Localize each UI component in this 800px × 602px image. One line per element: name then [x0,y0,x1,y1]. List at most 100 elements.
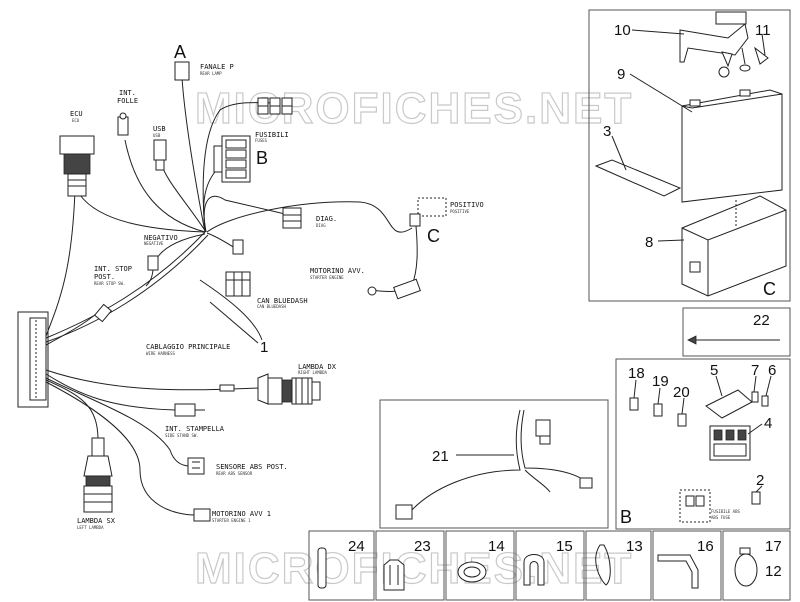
part-13-band [595,544,611,586]
part-number-24: 24 [348,538,365,555]
label-sensore-abs: SENSORE ABS POST. [216,463,288,471]
label-positivo: POSITIVO [450,201,484,209]
part-number-16: 16 [697,538,714,555]
part-17-ring [734,553,758,587]
fuse-bracket [705,389,753,419]
label-fusibili-sub: FUSES [255,138,268,143]
label-diag-sub: DIAG [316,223,326,228]
label-can: CAN BLUEDASH [257,297,308,305]
part-number-23: 23 [414,538,431,555]
part-number-21: 21 [432,448,449,465]
battery-pad [594,159,682,197]
part-16-bracket [657,554,699,589]
label-fusibili: FUSIBILI [255,131,289,139]
fuse-panel: 18 19 20 5 7 6 4 2 FUSIBILE ABS ABS FUSE… [615,358,791,530]
main-wiring-harness [17,61,447,522]
starter-engine-1-connector [193,508,211,522]
label-usb: USB [153,125,166,133]
label-negativo-sub: NEGATIVE [144,241,164,246]
rear-abs-sensor-connector [187,457,205,475]
part-number-4: 4 [764,415,772,432]
label-fusibile-abs-sub: ABS FUSE [711,515,731,520]
battery-bracket [679,23,749,63]
label-int-stop-post: POST. [94,273,115,281]
left-lambda-connector [83,485,113,513]
right-lambda-connector [267,377,283,405]
section-letter-b-fuse: B [620,507,632,527]
abs-fuse-holder [679,489,711,523]
part-number-9: 9 [617,66,625,83]
small-parts-row: 24 23 14 15 13 16 17 12 [308,530,791,601]
label-int-stop-sub: REAR STOP SW. [94,281,125,286]
fuse-19 [653,403,663,417]
part-23-clip [383,559,405,591]
label-lambda-dx: LAMBDA DX [298,363,337,371]
label-negativo: NEGATIVO [144,234,178,242]
label-can-sub: CAN BLUEDASH [257,304,286,309]
rear-stop-switch-connector [93,303,113,323]
cable-tie-panel: 22 [682,307,791,357]
ecu-connector [59,135,95,155]
battery-box-panel: 10 11 9 3 8 C [588,9,791,302]
starter-cable-terminal [393,278,421,300]
part-number-2: 2 [756,472,764,489]
label-fanale: FANALE P [200,63,234,71]
part-number-20: 20 [673,384,690,401]
rear-lamp-connector [174,61,190,81]
side-stand-switch-connector [174,403,196,417]
section-letter-c-wiring: C [427,226,440,246]
label-folle: FOLLE [117,97,138,105]
label-lambda-sx-sub: LEFT LAMBDA [77,525,104,530]
label-usb-sub: USB [153,133,161,138]
label-motorino-avv1: MOTORINO AVV 1 [212,510,271,518]
usb-connector [153,139,167,161]
part-number-7: 7 [751,362,759,379]
part-number-10: 10 [614,22,631,39]
label-cablaggio: CABLAGGIO PRINCIPALE [146,343,230,351]
part-number-1: 1 [260,339,268,356]
label-ecu-sub: ECU [72,118,80,123]
label-ecu: ECU [70,110,83,118]
label-fusibile-abs: FUSIBILE ABS [711,509,740,514]
section-letter-a: A [174,42,186,62]
label-fanale-sub: REAR LAMP [200,71,222,76]
part-number-19: 19 [652,373,669,390]
section-letter-b-wiring: B [256,148,268,168]
part-number-11: 11 [755,22,771,39]
part-number-22: 22 [753,312,770,329]
label-int-stampella-sub: SIDE STAND SW. [165,433,199,438]
part-number-3: 3 [603,123,611,140]
part-24-sleeve [317,547,327,589]
label-motorino-avv-sub: STARTER ENGINE [310,275,344,280]
sub-harness-panel: 21 [379,399,609,529]
label-int-stampella: INT. STAMPELLA [165,425,225,433]
fuse-18 [629,397,639,411]
watermark-bottom: MICROFICHES.NET [195,544,633,593]
label-int: INT. [119,89,136,97]
positive-terminal [417,197,447,217]
label-motorino-avv: MOTORINO AVV. [310,267,365,275]
section-letter-c-battery: C [763,279,776,299]
label-motorino-avv1-sub: STARTER ENGINE 1 [212,518,251,523]
fuse-20 [677,413,687,427]
diag-connector [282,207,302,229]
part-number-12: 12 [765,563,782,580]
part-number-8: 8 [645,234,653,251]
label-lambda-dx-sub: RIGHT LAMBDA [298,370,327,375]
part-number-17: 17 [765,538,782,555]
label-sensore-abs-sub: REAR ABS SENSOR [216,471,253,476]
wiring-labels: A FANALE P REAR LAMP INT. FOLLE ECU ECU … [70,42,484,530]
label-lambda-sx: LAMBDA SX [77,517,116,525]
part-number-5: 5 [710,362,718,379]
label-positivo-sub: POSITIVE [450,209,470,214]
can-bluedash-connector [225,271,251,297]
negative-terminal [147,255,159,271]
part-number-14: 14 [488,538,505,555]
label-diag: DIAG. [316,215,337,223]
battery [681,93,783,203]
part-number-6: 6 [768,362,776,379]
part-number-13: 13 [626,538,643,555]
part-number-18: 18 [628,365,645,382]
label-int-stop: INT. STOP [94,265,132,273]
